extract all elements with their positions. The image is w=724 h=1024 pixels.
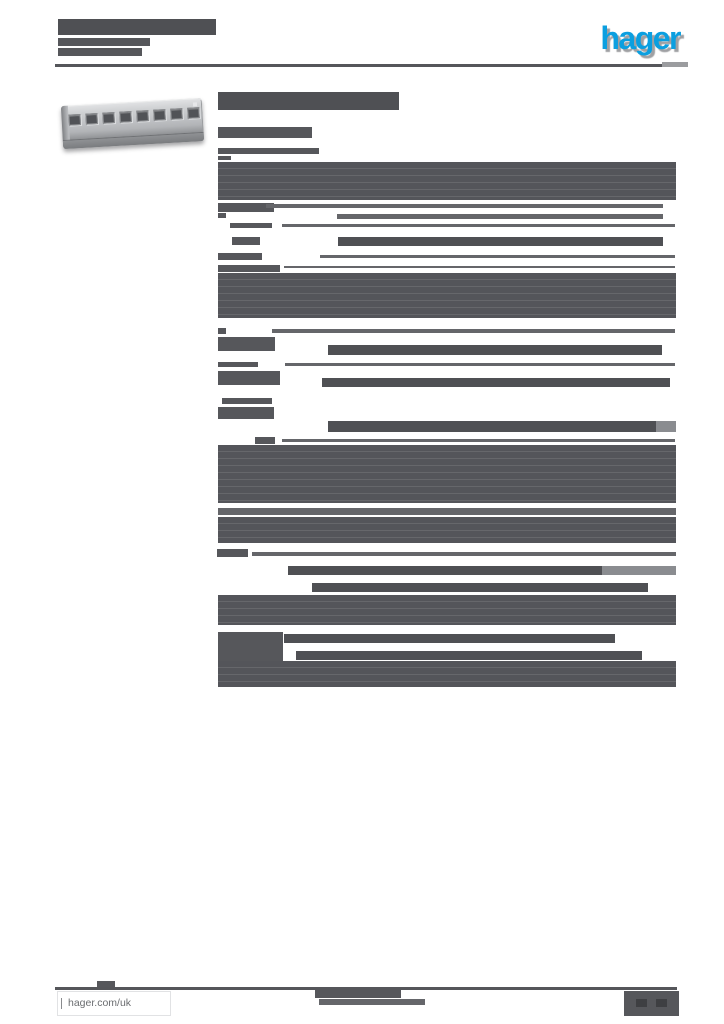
paragraph-block-4	[218, 517, 676, 543]
spec-value-bar-5	[288, 566, 602, 575]
doc-title-line-3	[58, 48, 142, 56]
section-intro-line-1	[218, 148, 319, 154]
spec-line-6	[285, 363, 675, 366]
spec-label-6	[218, 362, 258, 367]
product-subtitle	[218, 127, 312, 138]
enclosure-body	[60, 97, 205, 150]
header-rule	[55, 64, 679, 67]
table-header-line	[218, 508, 676, 515]
spec-value-tail-1	[656, 421, 676, 432]
enclosure-window	[85, 113, 98, 125]
section-label-2	[218, 265, 280, 272]
enclosure-window	[68, 113, 81, 126]
doc-title-line-2	[58, 38, 150, 46]
spec-label-7	[218, 371, 280, 385]
spec-value-bar-4	[328, 421, 656, 432]
spec-label-3	[232, 237, 260, 245]
spec-value-bar-2	[328, 345, 662, 355]
paragraph-block-1	[218, 162, 676, 200]
section-line-2	[284, 266, 675, 268]
spec-value-bar-1	[338, 237, 663, 246]
footer-rule	[55, 987, 677, 990]
spec-line-8	[252, 552, 676, 556]
footer-url-box[interactable]: hager.com/uk	[57, 991, 171, 1016]
enclosure-highlight	[192, 102, 198, 107]
spec-label-5	[218, 337, 275, 351]
spec-label-10	[255, 437, 275, 444]
spec-label-1	[218, 203, 274, 212]
spec-label-9	[218, 407, 274, 419]
enclosure-window	[136, 110, 149, 122]
doc-title-line-1	[58, 19, 216, 35]
paragraph-block-2	[218, 273, 676, 318]
enclosure-window	[170, 108, 183, 120]
footer-badge-mark-2	[656, 999, 667, 1007]
footer-center-line-1	[315, 990, 401, 998]
footer-center-line-2	[319, 999, 425, 1005]
enclosure-window	[153, 109, 166, 121]
spec-label-2	[230, 223, 272, 228]
hager-logo-text: hager	[600, 20, 681, 56]
spec-line-4	[320, 255, 675, 258]
spec-line-3	[282, 224, 675, 227]
footer-page-badge	[624, 991, 679, 1016]
spec-line-7	[282, 439, 675, 442]
spec-value-bar-8	[296, 651, 642, 660]
paragraph-block-6	[218, 661, 676, 687]
spec-stub-1	[218, 213, 226, 218]
hager-logo: hager	[600, 20, 681, 56]
section-intro-line-2	[218, 156, 231, 160]
spec-label-11	[217, 549, 248, 557]
footer-url-text: hager.com/uk	[61, 998, 131, 1009]
logo-shadow-base	[662, 62, 688, 67]
enclosure-window	[187, 107, 200, 119]
footer-tick	[97, 981, 115, 987]
spec-line-1	[266, 204, 663, 208]
spec-label-12	[218, 632, 283, 662]
enclosure-window	[119, 111, 132, 123]
spec-label-8	[222, 398, 272, 404]
paragraph-block-3	[218, 445, 676, 503]
enclosure-bottom-flange	[62, 131, 205, 150]
footer-badge-mark-1	[636, 999, 647, 1007]
product-title	[218, 92, 399, 110]
spec-value-bar-6	[312, 583, 648, 592]
spec-label-4	[218, 253, 262, 260]
spec-stub-2	[218, 328, 226, 334]
spec-value-bar-3	[322, 378, 670, 387]
spec-line-5	[272, 329, 675, 333]
enclosure-window	[102, 112, 115, 124]
spec-value-bar-7	[284, 634, 615, 643]
spec-value-tail-2	[602, 566, 676, 575]
product-photo	[60, 94, 208, 156]
spec-line-2	[337, 214, 663, 219]
paragraph-block-5	[218, 595, 676, 625]
